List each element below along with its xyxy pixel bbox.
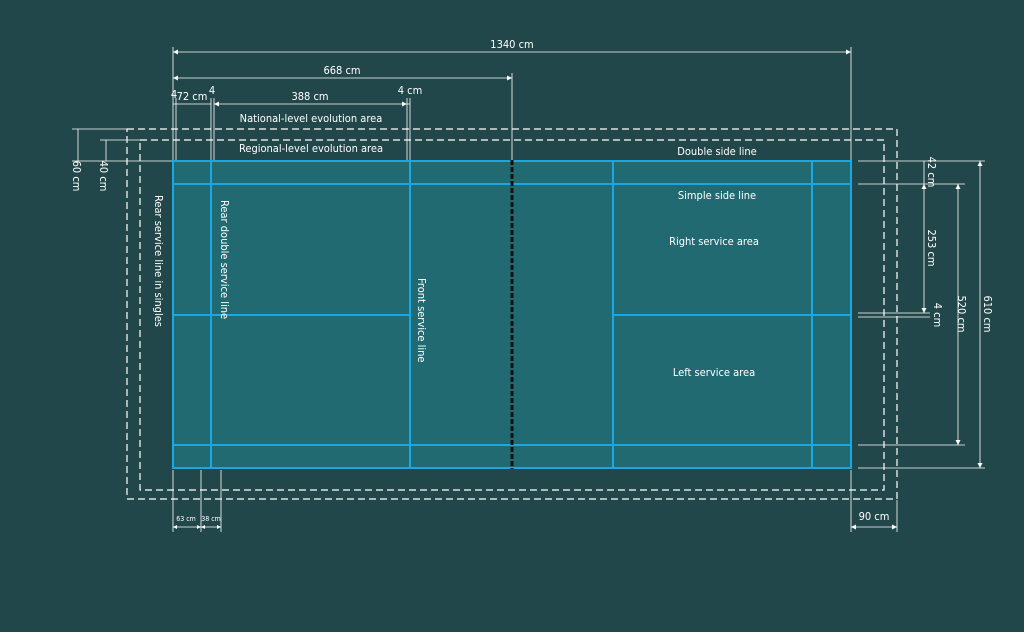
front-service-line-label: Front service line: [415, 278, 428, 363]
bottom-dimensions: [172, 470, 898, 532]
double-side-line-label: Double side line: [677, 145, 757, 158]
right-arrows: [921, 161, 983, 468]
dim-90: 90 cm: [859, 510, 890, 523]
dim-4-center: 4 cm: [931, 303, 944, 328]
top-arrows: [173, 49, 851, 107]
dim-63: 63 cm: [176, 515, 196, 523]
left-service-area-label: Left service area: [673, 366, 755, 379]
rear-service-line-singles-label: Rear service line in singles: [152, 195, 165, 327]
regional-area-label: Regional-level evolution area: [239, 142, 383, 155]
dim-38: 38 cm: [201, 515, 221, 523]
national-area-label: National-level evolution area: [240, 112, 383, 125]
dim-60: 60 cm: [70, 161, 83, 192]
dim-520: 520 cm: [955, 295, 968, 332]
rear-double-service-line-label: Rear double service line: [218, 200, 231, 319]
right-service-area-label: Right service area: [669, 235, 759, 248]
left-dimensions: [72, 128, 172, 162]
dim-668: 668 cm: [323, 64, 360, 77]
dim-4-mid: 4: [209, 84, 215, 97]
dim-610: 610 cm: [981, 295, 994, 332]
dim-72: 72 cm: [177, 90, 208, 103]
dim-4-net: 4 cm: [398, 84, 423, 97]
regional-evolution-area-outline: [139, 139, 885, 491]
simple-side-line-label: Simple side line: [678, 189, 756, 202]
dim-1340: 1340 cm: [490, 38, 533, 51]
top-dimensions: [172, 47, 852, 160]
dim-40: 40 cm: [97, 161, 110, 192]
bottom-arrows: [173, 524, 897, 530]
dim-42: 42 cm: [925, 157, 938, 188]
dim-253: 253 cm: [925, 229, 938, 266]
right-dimensions: [858, 160, 985, 469]
dim-388: 388 cm: [291, 90, 328, 103]
court-lines: [173, 161, 851, 468]
dim-4-left: 4: [171, 88, 177, 101]
